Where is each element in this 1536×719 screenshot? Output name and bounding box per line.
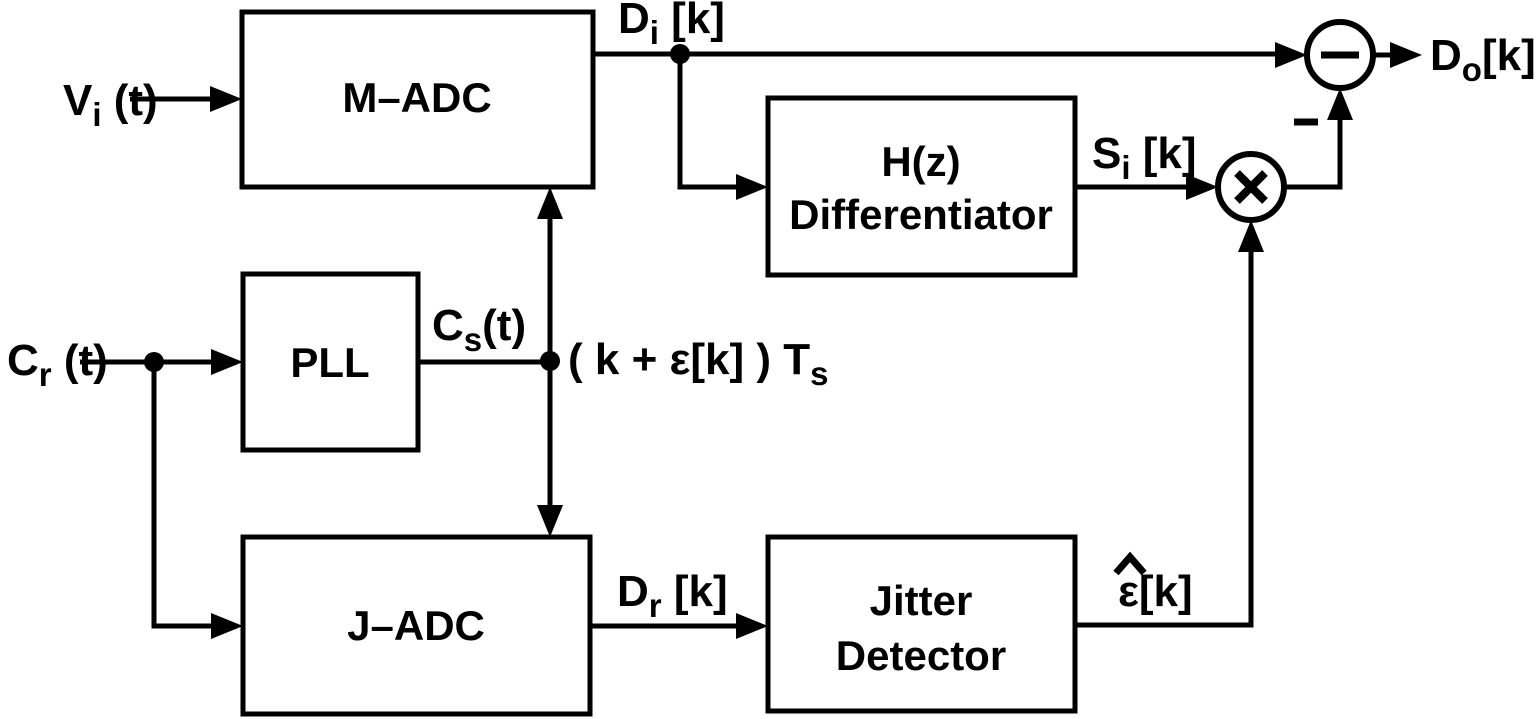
do-base: D xyxy=(1430,31,1462,80)
di-subscript: i xyxy=(650,14,659,51)
si-subscript: i xyxy=(1121,149,1130,186)
do-subscript: o xyxy=(1462,51,1482,88)
cs-rest: (t) xyxy=(482,301,526,350)
j-adc-label: J–ADC xyxy=(347,602,485,649)
wire-eps-hat xyxy=(1075,248,1254,628)
si-rest: [k] xyxy=(1131,129,1197,178)
clock-label: ( k + ε[k] ) Ts xyxy=(568,335,829,392)
arrowhead-cr-into-j-adc xyxy=(211,613,243,639)
cr-rest: (t) xyxy=(52,336,108,385)
cs-subscript: s xyxy=(464,321,482,358)
arrowhead-si-into-multiplier xyxy=(1186,174,1218,200)
cr-subscript: r xyxy=(39,356,52,393)
vi-rest: (t) xyxy=(102,76,158,125)
di-base: D xyxy=(618,0,650,43)
dr-base: D xyxy=(617,567,649,616)
clock-subscript: s xyxy=(810,355,828,392)
dr-label: Dr [k] xyxy=(617,567,728,624)
di-label: Di [k] xyxy=(618,0,725,51)
arrowhead-di-into-differentiator xyxy=(736,174,768,200)
dr-rest: [k] xyxy=(662,567,728,616)
times-symbol xyxy=(1234,170,1268,204)
arrowhead-vi-into-m-adc xyxy=(210,86,242,112)
di-rest: [k] xyxy=(659,0,725,43)
wire-di-branch-to-differentiator xyxy=(677,54,740,190)
wire-multiplier-to-subtractor xyxy=(1284,114,1343,190)
m-adc-label: M–ADC xyxy=(342,74,491,121)
arrowhead-do-output xyxy=(1390,42,1422,68)
jitter-detector-label-line1: Jitter xyxy=(870,577,973,624)
times-stroke-2 xyxy=(1234,170,1268,204)
arrowhead-clock-into-j-adc xyxy=(537,505,563,537)
m-adc-box xyxy=(239,9,596,190)
differentiator-label-line1: H(z) xyxy=(881,138,960,185)
differentiator-box xyxy=(765,95,1078,278)
cr-base: C xyxy=(7,336,39,385)
differentiator-label-line2: Differentiator xyxy=(789,191,1053,238)
vi-base: V xyxy=(63,76,93,125)
si-label: Si [k] xyxy=(1092,129,1197,186)
pll-box xyxy=(240,271,421,453)
cs-label: Cs(t) xyxy=(432,301,526,358)
eps-hat-label: ε[k] xyxy=(1118,567,1193,616)
arrowhead-cr-into-pll xyxy=(211,349,243,375)
arrowhead-eps-hat-into-multiplier xyxy=(1238,220,1264,252)
jitter-detector-label-line2: Detector xyxy=(836,632,1006,679)
clock-base: ( k + ε[k] ) T xyxy=(568,335,810,384)
eps-hat-accent xyxy=(1113,551,1147,576)
cs-base: C xyxy=(432,301,464,350)
si-base: S xyxy=(1092,129,1121,178)
cr-label: Cr (t) xyxy=(7,336,108,393)
eps-hat-rest: [k] xyxy=(1139,567,1193,616)
pll-label: PLL xyxy=(290,339,369,386)
arrowhead-di-into-subtractor xyxy=(1275,42,1307,68)
wire-cr-branch-to-j-adc xyxy=(151,362,218,629)
do-rest: [k] xyxy=(1482,31,1536,80)
dr-subscript: r xyxy=(649,587,662,624)
vi-subscript: i xyxy=(92,96,101,133)
arrowhead-clock-into-m-adc xyxy=(537,187,563,219)
jitter-detector-box xyxy=(765,534,1078,714)
j-adc-box xyxy=(240,534,593,717)
do-label: Do[k] xyxy=(1430,31,1536,88)
arrowhead-dr-into-jitter-detector xyxy=(736,613,768,639)
vi-label: Vi (t) xyxy=(63,76,158,133)
eps-hat-base: ε xyxy=(1118,567,1139,616)
arrowhead-into-subtractor-minus-input xyxy=(1327,88,1353,120)
